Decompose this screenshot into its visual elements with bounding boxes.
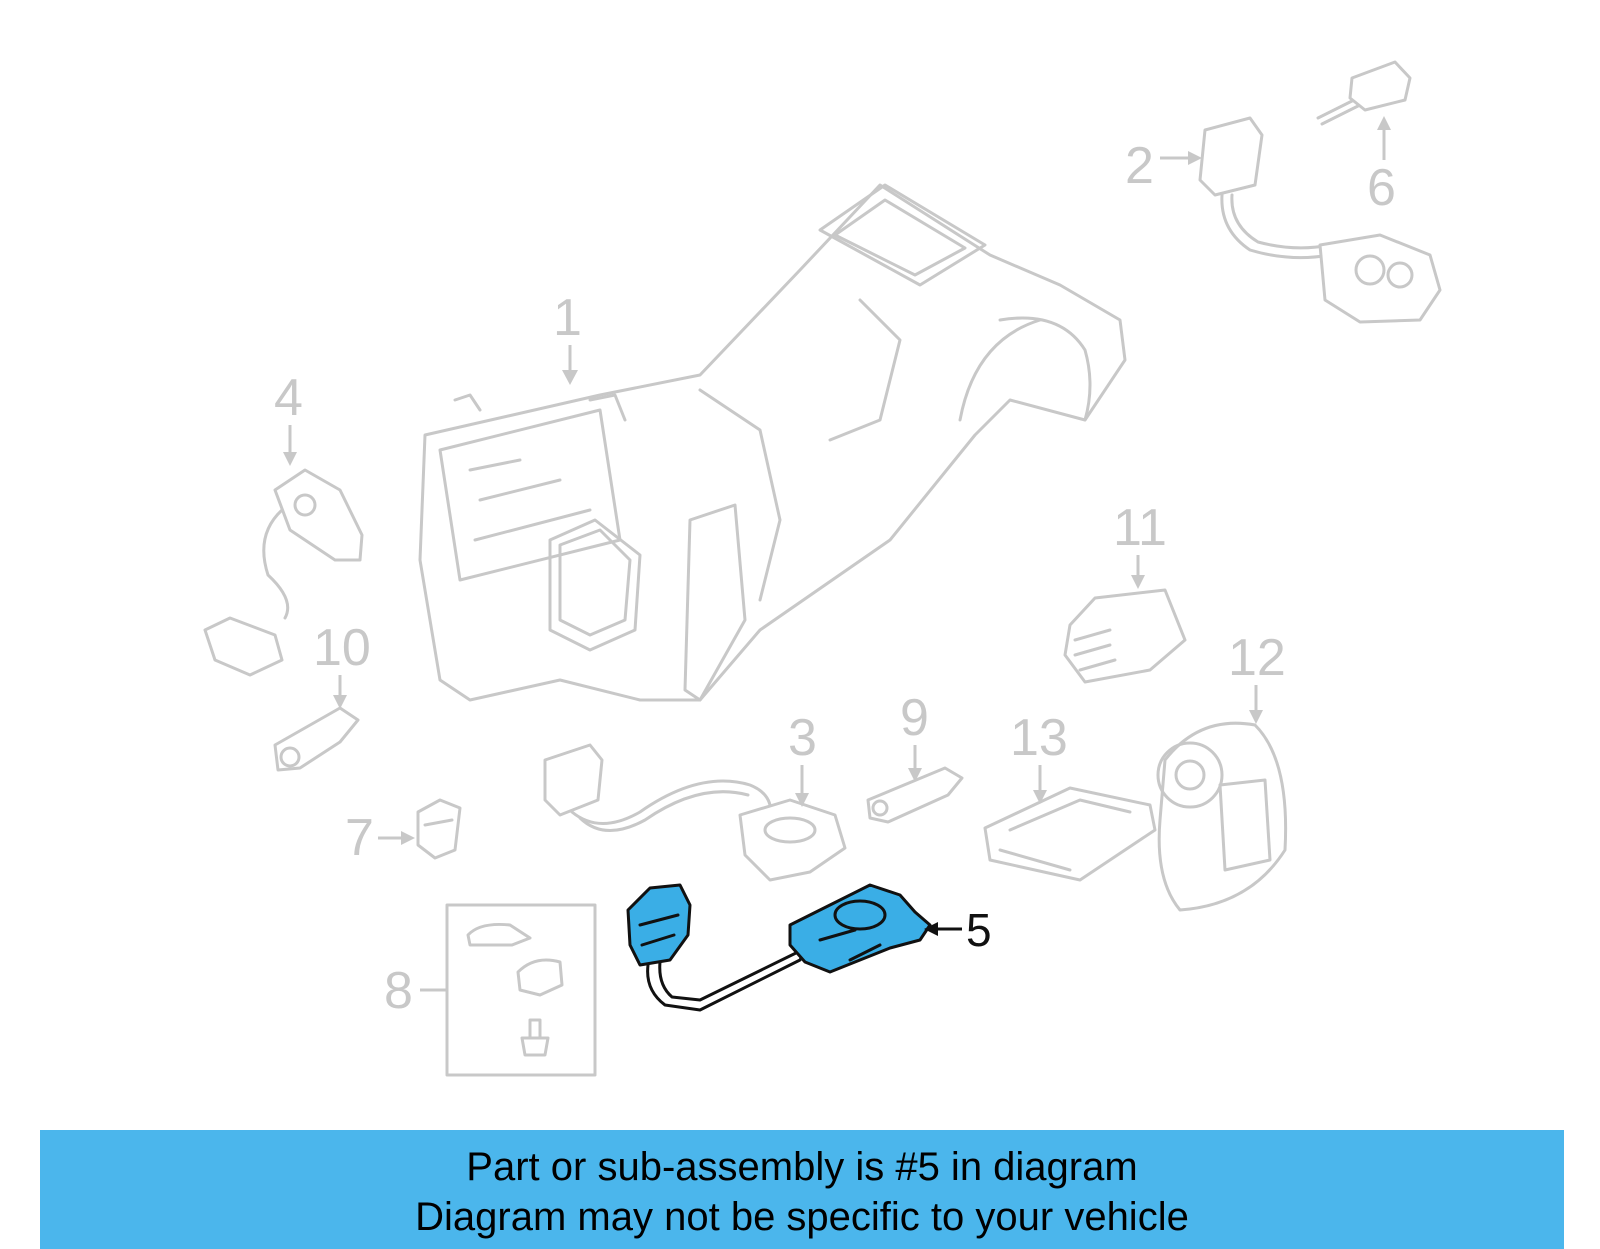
callout-1: 1 bbox=[553, 289, 582, 385]
info-banner: Part or sub-assembly is #5 in diagram Di… bbox=[40, 1130, 1564, 1249]
callout-6: 6 bbox=[1367, 116, 1396, 217]
svg-text:10: 10 bbox=[313, 619, 371, 677]
svg-text:1: 1 bbox=[553, 289, 582, 347]
part-8-hardware-kit[interactable] bbox=[445, 903, 597, 1077]
part-13-module[interactable] bbox=[983, 786, 1157, 882]
svg-text:7: 7 bbox=[345, 809, 374, 867]
part-11-resistor[interactable] bbox=[1063, 588, 1187, 684]
callout-4: 4 bbox=[274, 369, 303, 466]
callout-8: 8 bbox=[384, 962, 447, 1020]
svg-text:8: 8 bbox=[384, 962, 413, 1020]
callout-9: 9 bbox=[900, 689, 929, 782]
part-1-hvac-housing[interactable] bbox=[418, 183, 1127, 702]
callout-12: 12 bbox=[1228, 629, 1286, 724]
callout-10: 10 bbox=[313, 619, 371, 709]
part-10-clip[interactable] bbox=[273, 706, 360, 772]
callout-3: 3 bbox=[788, 709, 817, 807]
svg-text:13: 13 bbox=[1010, 709, 1068, 767]
part-2-wiring-harness[interactable] bbox=[1198, 116, 1442, 324]
part-3-actuator-motor[interactable] bbox=[543, 743, 847, 882]
part-6-sensor[interactable] bbox=[1316, 60, 1412, 126]
callout-7: 7 bbox=[345, 809, 415, 867]
svg-text:9: 9 bbox=[900, 689, 929, 747]
part-9-clip[interactable] bbox=[866, 766, 964, 824]
svg-text:5: 5 bbox=[966, 904, 992, 956]
part-5-highlighted-actuator[interactable] bbox=[626, 883, 932, 1012]
svg-text:3: 3 bbox=[788, 709, 817, 767]
callout-5: 5 bbox=[924, 904, 992, 956]
callout-2: 2 bbox=[1125, 137, 1202, 195]
part-12-blower-motor[interactable] bbox=[1156, 721, 1288, 912]
callout-13: 13 bbox=[1010, 709, 1068, 804]
svg-text:12: 12 bbox=[1228, 629, 1286, 687]
part-7-fastener[interactable] bbox=[416, 798, 462, 860]
svg-text:4: 4 bbox=[274, 369, 303, 427]
svg-text:11: 11 bbox=[1113, 499, 1167, 557]
part-4-actuator[interactable] bbox=[203, 468, 364, 677]
callout-11: 11 bbox=[1113, 499, 1167, 589]
svg-text:2: 2 bbox=[1125, 137, 1154, 195]
banner-line-2: Diagram may not be specific to your vehi… bbox=[415, 1195, 1189, 1239]
banner-line-1: Part or sub-assembly is #5 in diagram bbox=[466, 1145, 1138, 1189]
svg-text:6: 6 bbox=[1367, 159, 1396, 217]
